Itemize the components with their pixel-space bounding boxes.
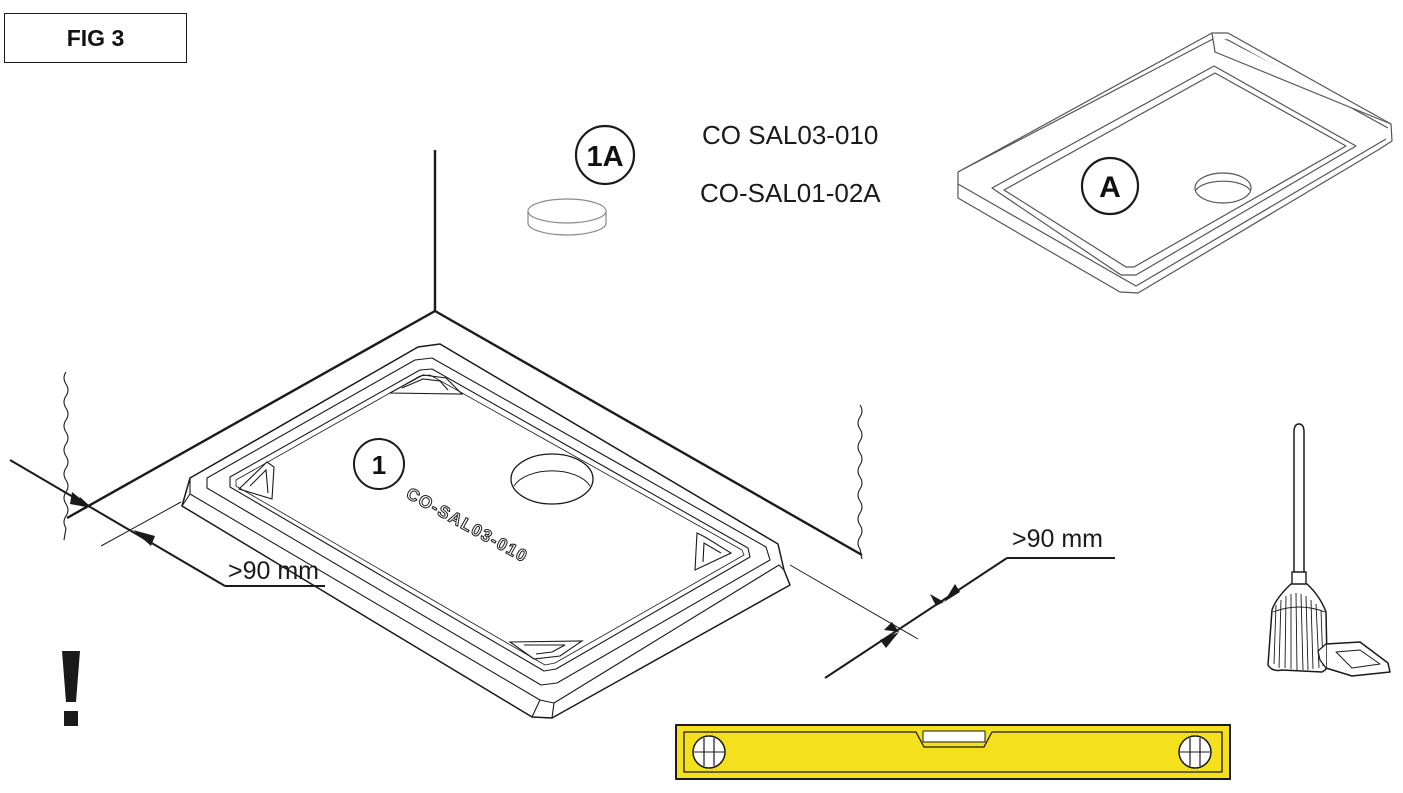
cover-plate-hole <box>1194 172 1252 204</box>
dustpan-icon <box>1317 641 1391 677</box>
callout-1a: 1A <box>574 124 636 186</box>
dimension-right <box>789 557 1115 679</box>
dimension-left-label: >90 mm <box>228 557 319 585</box>
callout-a-label: A <box>1099 171 1121 204</box>
figure-label-box: FIG 3 <box>4 13 187 63</box>
part-code-top: CO SAL03-010 <box>702 120 878 150</box>
cover-plate <box>957 32 1393 294</box>
room-corner <box>66 150 863 557</box>
drain-cap <box>527 198 607 236</box>
warning-icon <box>62 651 80 726</box>
figure-label: FIG 3 <box>66 24 125 51</box>
broom-icon <box>1267 423 1329 673</box>
callout-1-label: 1 <box>372 450 386 480</box>
part-code-bottom: CO-SAL01-02A <box>700 178 881 208</box>
drain-hole <box>510 453 594 505</box>
callout-1: 1 <box>353 438 405 490</box>
tray-corner-feet <box>237 374 733 660</box>
spirit-level-icon <box>675 724 1231 780</box>
callout-1a-label: 1A <box>586 141 623 173</box>
shower-tray <box>181 343 791 719</box>
callout-a: A <box>1080 156 1140 216</box>
dimension-left <box>9 459 325 587</box>
tray-engraving-text: CO-SAL03-010 <box>403 484 531 567</box>
dimension-right-label: >90 mm <box>1012 525 1103 553</box>
break-lines <box>63 371 863 560</box>
